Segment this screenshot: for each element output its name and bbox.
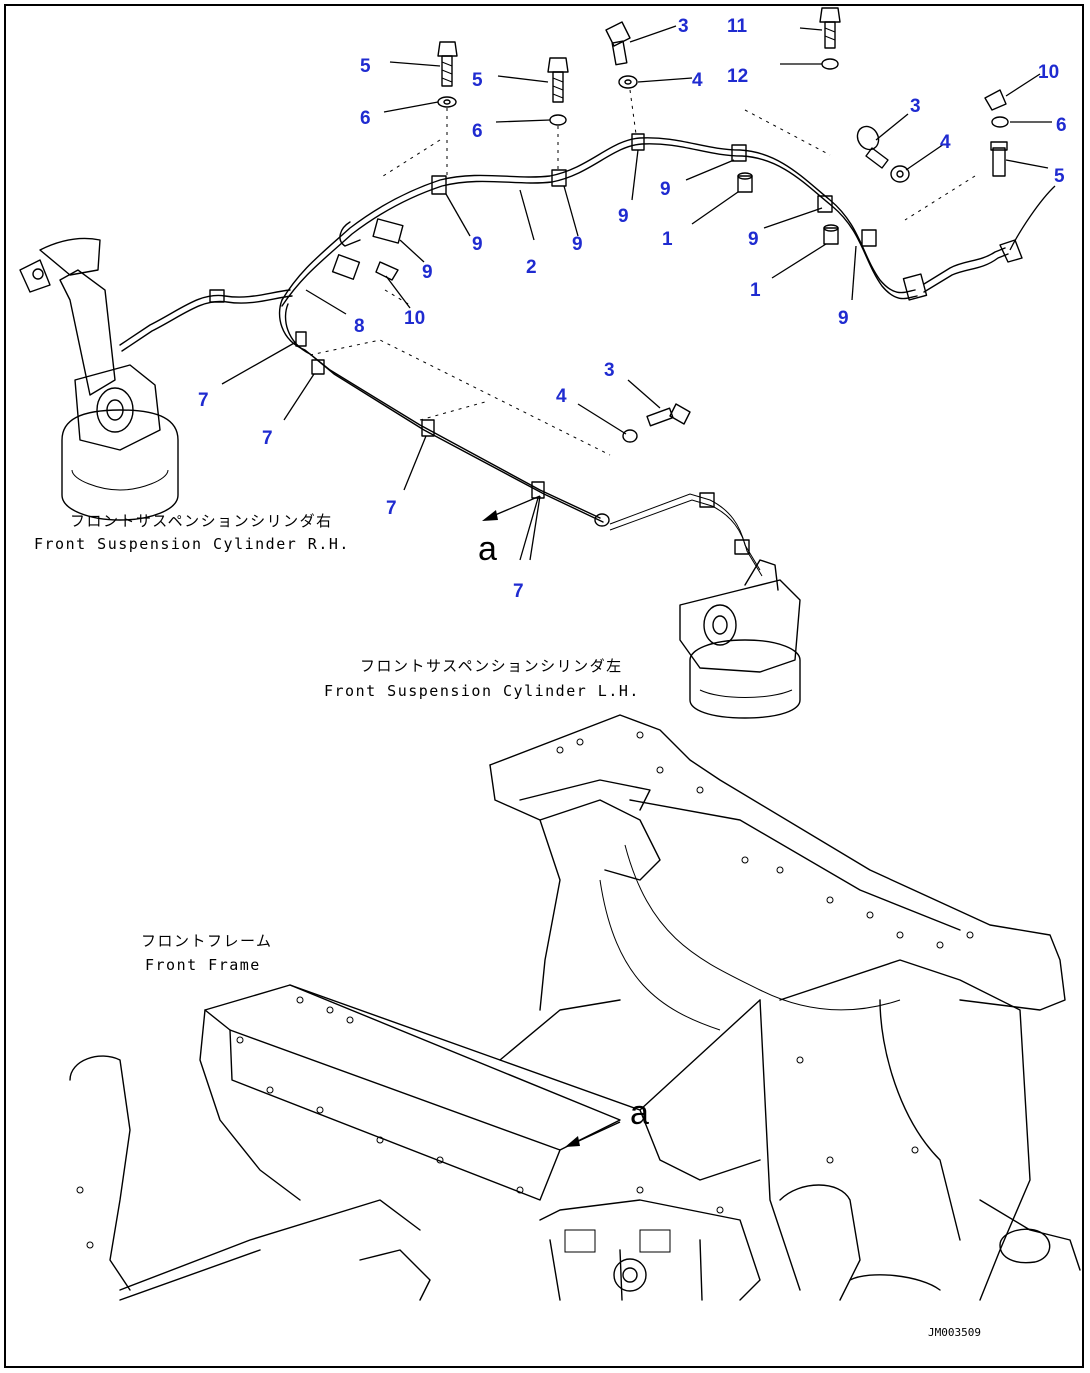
callout-3: 3 [678, 16, 689, 37]
cylinder-lh-label-jp: フロントサスペンションシリンダ左 [360, 657, 623, 675]
cylinder-rh-label-jp: フロントサスペンションシリンダ右 [70, 512, 333, 530]
callout-7: 7 [198, 390, 209, 411]
text-labels: フロントサスペンションシリンダ右 Front Suspension Cylind… [34, 512, 981, 1339]
callout-9: 9 [572, 234, 583, 255]
callout-4: 4 [940, 132, 951, 153]
callout-3: 3 [910, 96, 921, 117]
callout-11: 11 [727, 16, 748, 37]
view-a-label-bottom: a [630, 1094, 649, 1132]
drawing-code: JM003509 [928, 1326, 981, 1339]
view-arrow-a [482, 495, 541, 561]
fasteners [437, 7, 1009, 443]
callout-12: 12 [727, 66, 748, 87]
callout-9: 9 [660, 179, 671, 200]
callout-8: 8 [354, 316, 365, 337]
callout-5: 5 [360, 56, 371, 77]
callout-9: 9 [472, 234, 483, 255]
frame-bolts [76, 731, 974, 1249]
callout-7: 7 [386, 498, 397, 519]
page-border [4, 4, 1084, 1368]
cylinder-lh [679, 559, 801, 719]
callout-9: 9 [838, 308, 849, 329]
callout-6: 6 [1056, 115, 1067, 136]
cylinder-rh [19, 237, 179, 521]
callout-7: 7 [262, 428, 273, 449]
callout-6: 6 [360, 108, 371, 129]
callout-5: 5 [1054, 166, 1065, 187]
callout-1: 1 [662, 229, 673, 250]
callout-10: 10 [1038, 62, 1059, 83]
view-a-label-top: a [478, 530, 497, 568]
front-frame-label-jp: フロントフレーム [141, 932, 273, 950]
callout-2: 2 [526, 257, 537, 278]
front-frame-label-en: Front Frame [145, 956, 261, 974]
callout-7: 7 [513, 581, 524, 602]
cylinder-rh-label-en: Front Suspension Cylinder R.H. [34, 535, 350, 553]
hose-assembly [119, 133, 1023, 577]
callout-numbers: 1 1 2 3 3 3 4 4 4 5 5 5 6 6 6 7 7 7 7 8 … [198, 16, 1067, 602]
callout-4: 4 [692, 70, 703, 91]
front-frame [69, 714, 1081, 1301]
callout-9: 9 [422, 262, 433, 283]
leader-lines [221, 25, 1056, 561]
callout-6: 6 [472, 121, 483, 142]
callout-1: 1 [750, 280, 761, 301]
callout-9: 9 [618, 206, 629, 227]
callout-3: 3 [604, 360, 615, 381]
callout-4: 4 [556, 386, 567, 407]
callout-10: 10 [404, 308, 425, 329]
callout-5: 5 [472, 70, 483, 91]
callout-9: 9 [748, 229, 759, 250]
cylinder-lh-label-en: Front Suspension Cylinder L.H. [324, 682, 640, 700]
